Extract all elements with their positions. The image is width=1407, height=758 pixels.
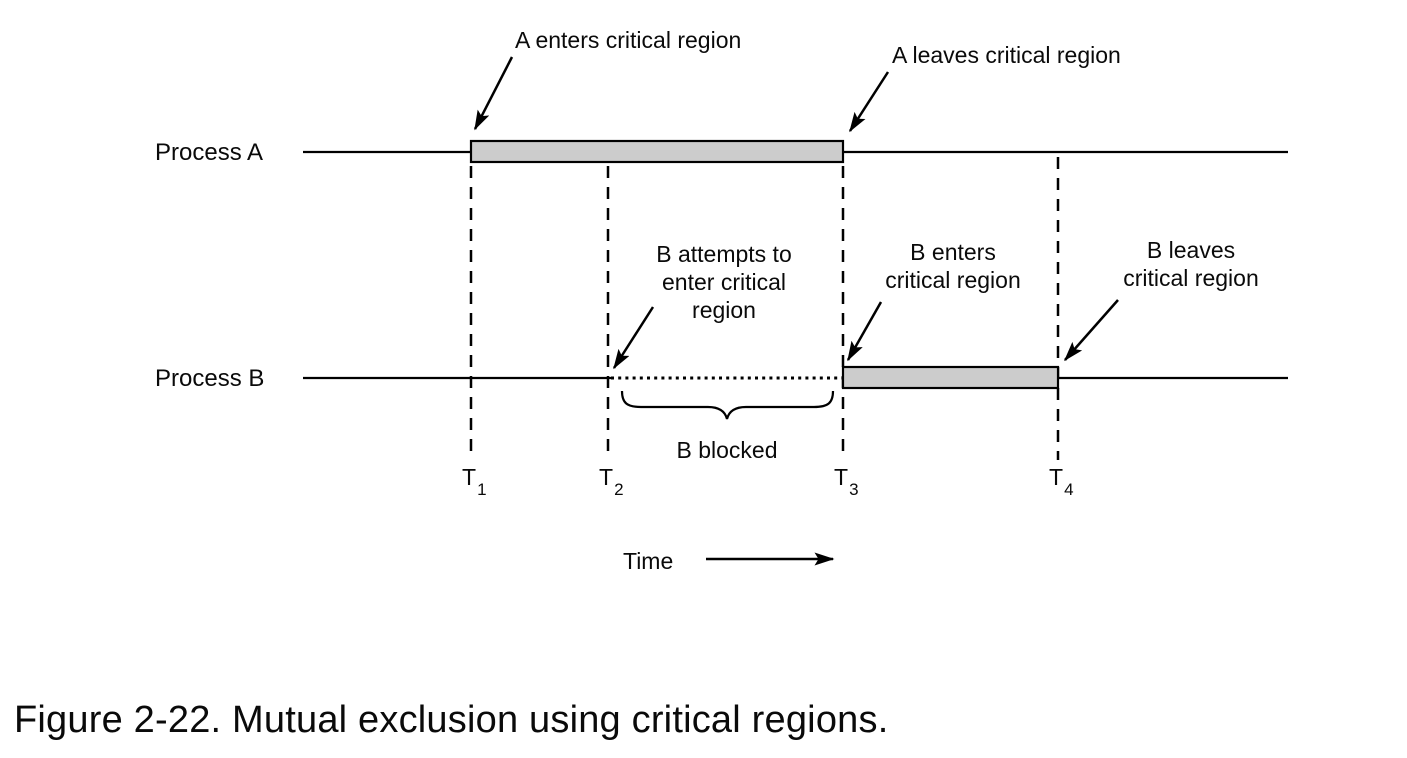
arrow-a-enters xyxy=(473,56,514,131)
process-b-label: Process B xyxy=(155,365,265,392)
time-tick-t3: T3 xyxy=(834,464,859,499)
arrow-b-enters xyxy=(846,301,883,362)
arrow-b-attempts xyxy=(612,306,655,370)
figure-caption: Figure 2-22. Mutual exclusion using crit… xyxy=(14,699,889,741)
tick-base: T xyxy=(599,464,614,490)
tick-sub: 3 xyxy=(849,479,859,499)
critical-region-a-box xyxy=(469,139,845,164)
label-line: B attempts to xyxy=(656,241,792,267)
time-tick-t1: T1 xyxy=(462,464,487,499)
process-a-label: Process A xyxy=(155,139,264,166)
label-line: B leaves xyxy=(1146,237,1236,263)
label-b-leaves: B leaves critical region xyxy=(1091,236,1291,292)
b-blocked-brace xyxy=(620,390,835,420)
tick-sub: 1 xyxy=(477,479,487,499)
label-b-blocked: B blocked xyxy=(676,437,778,463)
critical-region-b-box xyxy=(841,365,1060,390)
tick-base: T xyxy=(834,464,849,490)
tick-sub: 4 xyxy=(1064,479,1074,499)
label-b-attempts: B attempts to enter critical region xyxy=(624,240,824,324)
arrow-b-leaves xyxy=(1064,299,1119,362)
time-tick-t2: T2 xyxy=(599,464,624,499)
label-line: enter critical xyxy=(662,269,786,295)
arrow-a-leaves xyxy=(848,71,890,133)
label-line: critical region xyxy=(885,267,1021,293)
label-line: region xyxy=(692,297,756,323)
time-tick-t4: T4 xyxy=(1049,464,1074,499)
label-a-leaves: A leaves critical region xyxy=(892,42,1121,68)
time-axis-label: Time xyxy=(623,548,674,574)
tick-base: T xyxy=(1049,464,1064,490)
label-a-enters: A enters critical region xyxy=(515,27,742,53)
label-b-enters: B enters critical region xyxy=(853,238,1053,294)
tick-base: T xyxy=(462,464,477,490)
label-line: B enters xyxy=(910,239,996,265)
label-line: critical region xyxy=(1123,265,1259,291)
tick-sub: 2 xyxy=(614,479,624,499)
